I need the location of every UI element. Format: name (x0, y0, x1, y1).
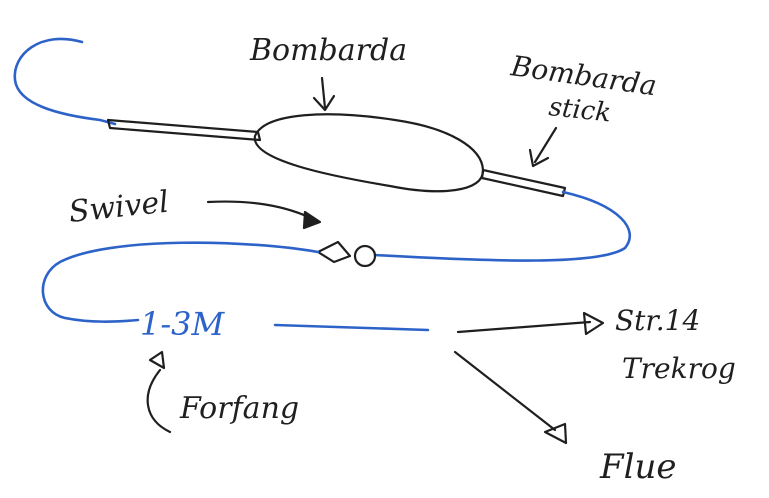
label-trekrog: Trekrog (622, 352, 736, 385)
label-bombarda-stick-1: Bombarda (508, 49, 659, 102)
hook-arrow (456, 311, 605, 336)
bombarda-stick-right (480, 168, 567, 198)
label-flue: Flue (599, 447, 676, 487)
forfang-arrow (146, 350, 172, 434)
leader-line-continuation (273, 323, 430, 332)
label-forfang: Forfang (179, 391, 299, 426)
label-str: Str.14 (615, 304, 700, 337)
label-bombarda-stick-2: stick (547, 92, 612, 128)
label-length: 1-3M (140, 305, 226, 343)
label-bombarda: Bombarda (249, 33, 407, 68)
bombarda-float (253, 113, 485, 193)
fly-arrow (453, 350, 568, 445)
main-line-left-loop (13, 37, 117, 126)
swivel-arrow (206, 200, 322, 230)
main-line-right-loop (373, 190, 631, 262)
bombarda-stick-left (106, 118, 262, 142)
bombarda-arrow (312, 76, 336, 112)
label-swivel: Swivel (67, 185, 170, 230)
bombarda-stick-arrow (528, 126, 558, 168)
swivel-icon (316, 240, 377, 268)
leader-line (41, 241, 320, 323)
